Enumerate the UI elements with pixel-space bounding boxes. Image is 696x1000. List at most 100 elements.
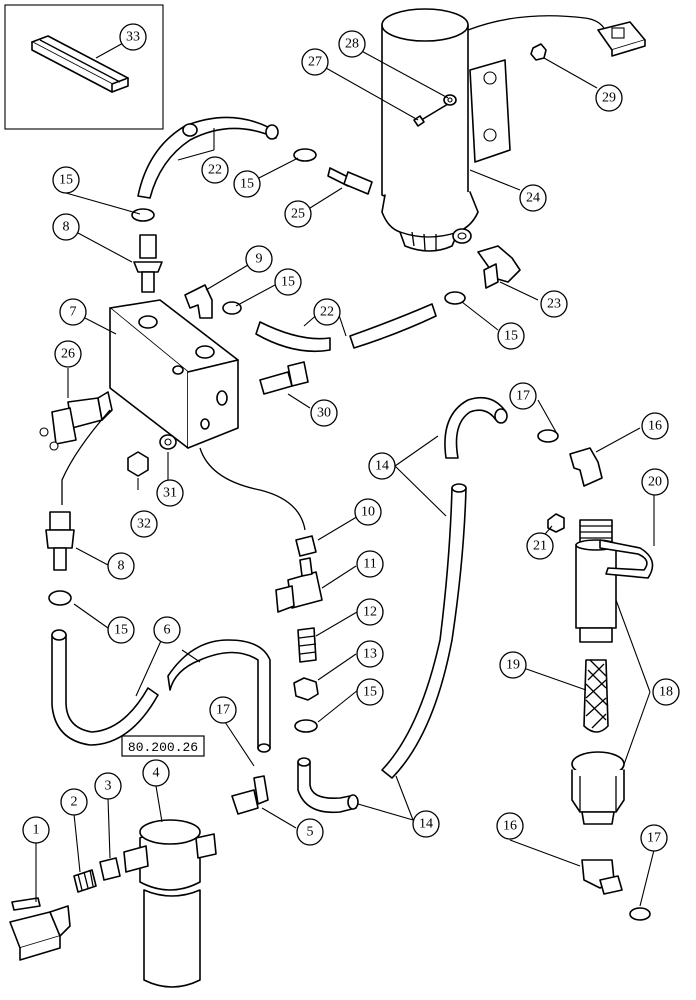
callout-20-label: 20 xyxy=(648,475,662,490)
fitting-5-part xyxy=(231,775,269,815)
callout-12: 12 xyxy=(356,598,384,626)
callout-1-label: 1 xyxy=(33,823,40,838)
callout-8-top-label: 8 xyxy=(63,220,70,235)
fitting-2-part xyxy=(73,869,97,893)
callout-4: 4 xyxy=(142,759,170,787)
reference-label-text: 80.200.26 xyxy=(128,740,198,755)
callout-17-bottom-label: 17 xyxy=(647,831,661,846)
callout-9: 9 xyxy=(245,245,273,273)
callout-9-label: 9 xyxy=(256,252,263,267)
callout-17-bottom: 17 xyxy=(640,824,668,852)
callout-5: 5 xyxy=(296,818,324,846)
callout-3: 3 xyxy=(94,772,122,800)
hose-22-lower xyxy=(255,303,437,353)
u-bolt-20-part xyxy=(599,539,654,579)
callout-15-right: 15 xyxy=(356,678,384,706)
callout-14-top: 14 xyxy=(368,452,396,480)
callout-22-top-label: 22 xyxy=(208,163,222,178)
callout-22-mid: 22 xyxy=(313,298,341,326)
callout-30-label: 30 xyxy=(317,406,331,421)
callout-15-top-right-label: 15 xyxy=(240,177,254,192)
callout-29: 29 xyxy=(595,84,623,112)
pressure-switch-part xyxy=(39,391,113,451)
hose-22-upper xyxy=(137,116,279,199)
inset-box xyxy=(4,4,164,130)
nut-13-part xyxy=(293,677,319,701)
manifold-block-part xyxy=(109,299,239,449)
callout-7: 7 xyxy=(59,298,87,326)
elbow-16-bottom xyxy=(581,859,623,895)
callout-2-label: 2 xyxy=(71,795,78,810)
callout-18: 18 xyxy=(652,678,680,706)
callout-19: 19 xyxy=(499,651,527,679)
callout-18-label: 18 xyxy=(659,685,673,700)
callout-15-left-label: 15 xyxy=(114,623,128,638)
callout-33-label: 33 xyxy=(126,30,140,45)
callout-17-mid-label: 17 xyxy=(216,703,230,718)
callout-15-mid-left-label: 15 xyxy=(281,275,295,290)
clamp-15-mid xyxy=(222,291,466,315)
nut-29-part xyxy=(530,43,547,61)
callout-20: 20 xyxy=(641,468,669,496)
filter-4-part xyxy=(123,819,217,988)
callout-25: 25 xyxy=(284,200,312,228)
fitting-3-part xyxy=(99,857,121,881)
callout-1: 1 xyxy=(22,816,50,844)
fitting-8-top xyxy=(133,234,163,293)
nut-21-part xyxy=(547,513,565,533)
callout-30: 30 xyxy=(310,399,338,427)
callout-15-top-right: 15 xyxy=(233,170,261,198)
callout-26: 26 xyxy=(54,340,82,368)
callout-14-top-label: 14 xyxy=(375,459,389,474)
callout-12-label: 12 xyxy=(363,605,377,620)
callout-15-left: 15 xyxy=(107,616,135,644)
callout-31-label: 31 xyxy=(163,486,177,501)
elbow-16-top xyxy=(569,447,603,487)
fitting-12-part xyxy=(297,627,317,663)
wire-right xyxy=(199,447,306,531)
callout-32: 32 xyxy=(130,510,158,538)
callout-4-label: 4 xyxy=(153,766,160,781)
washer-28-part xyxy=(443,94,457,106)
filter-housing-part xyxy=(575,519,617,643)
screw-27-part xyxy=(413,103,449,127)
callout-17-top-label: 17 xyxy=(516,389,530,404)
callout-14-bottom-label: 14 xyxy=(419,817,433,832)
channel-strip-part xyxy=(31,35,129,93)
screen-19-part xyxy=(583,659,609,733)
callout-3-label: 3 xyxy=(105,779,112,794)
callout-7-label: 7 xyxy=(70,305,77,320)
callout-16-bottom-label: 16 xyxy=(503,819,517,834)
callout-32-label: 32 xyxy=(137,517,151,532)
clamp-15-top xyxy=(131,148,317,222)
bolt-30-part xyxy=(259,361,309,395)
callout-15-mid-right: 15 xyxy=(497,322,525,350)
callout-22-top: 22 xyxy=(201,156,229,184)
callout-15-top-left: 15 xyxy=(52,166,80,194)
fuel-pump-part xyxy=(381,8,646,252)
callout-31: 31 xyxy=(156,479,184,507)
callout-28-label: 28 xyxy=(345,37,359,52)
nut-32-part xyxy=(127,451,149,477)
callout-33: 33 xyxy=(119,23,147,51)
callout-25-label: 25 xyxy=(291,207,305,222)
callout-15-top-left-label: 15 xyxy=(59,173,73,188)
hose-short-part xyxy=(297,757,359,814)
callout-19-label: 19 xyxy=(506,658,520,673)
callout-29-label: 29 xyxy=(602,91,616,106)
leader-lines xyxy=(35,41,655,907)
callout-24-label: 24 xyxy=(526,191,540,206)
clamp-17-bottom xyxy=(629,907,651,921)
callout-5-label: 5 xyxy=(307,825,314,840)
callout-26-label: 26 xyxy=(61,347,75,362)
callout-11-label: 11 xyxy=(363,557,376,572)
callout-17-top: 17 xyxy=(509,382,537,410)
valve-11-part xyxy=(275,557,323,613)
callout-28: 28 xyxy=(338,30,366,58)
callout-14-bottom: 14 xyxy=(412,810,440,838)
callout-10: 10 xyxy=(354,498,382,526)
callout-21-label: 21 xyxy=(533,539,547,554)
fitting-8-lower xyxy=(45,511,75,571)
hose-14-part xyxy=(381,396,508,779)
